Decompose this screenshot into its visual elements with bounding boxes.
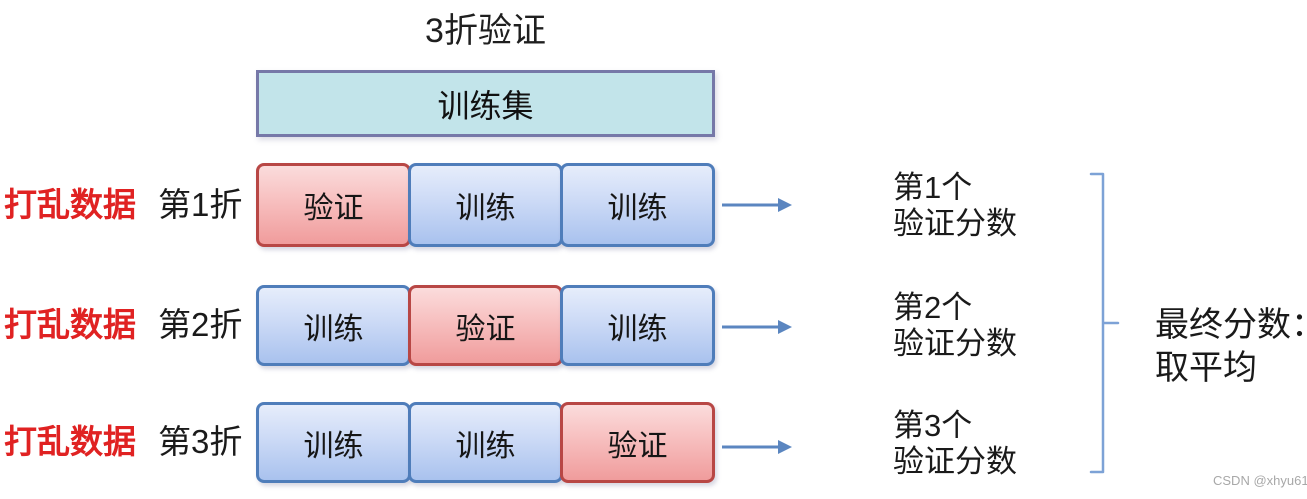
score-line-1: 第1个 <box>893 170 973 205</box>
diagram-title: 3折验证 <box>425 12 546 50</box>
fold-3-cell-validation: 验证 <box>560 402 715 483</box>
score-line-1: 第3个 <box>893 408 973 443</box>
training-set-label: 训练集 <box>437 87 534 124</box>
fold-2-label: 第2折 <box>158 306 243 343</box>
fold-1-cell-train: 训练 <box>408 163 563 247</box>
validation-score-2: 第2个 验证分数 <box>893 290 1083 362</box>
cell-label: 训练 <box>455 192 516 225</box>
watermark: CSDN @xhyu61 <box>1213 473 1307 488</box>
fold-3-strip: 训练 训练 验证 <box>256 402 715 483</box>
score-line-2: 验证分数 <box>893 326 1017 361</box>
validation-score-3: 第3个 验证分数 <box>893 408 1083 480</box>
score-line-2: 验证分数 <box>893 444 1017 479</box>
cell-label: 训练 <box>303 312 364 346</box>
validation-score-1: 第1个 验证分数 <box>893 170 1083 242</box>
score-line-2: 验证分数 <box>893 206 1017 241</box>
cell-label: 训练 <box>607 192 668 225</box>
training-set-box: 训练集 <box>256 70 715 137</box>
final-score-line-2: 取平均 <box>1155 349 1257 387</box>
cell-label: 训练 <box>455 429 516 463</box>
cell-label: 验证 <box>455 312 516 346</box>
fold-2-cell-validation: 验证 <box>408 285 563 366</box>
cell-label: 训练 <box>607 312 668 346</box>
fold-3-label: 第3折 <box>158 423 243 460</box>
score-line-1: 第2个 <box>893 290 973 325</box>
fold-2-cell-train: 训练 <box>560 285 715 366</box>
cell-label: 验证 <box>607 429 668 463</box>
fold-3-cell-train: 训练 <box>408 402 563 483</box>
shuffle-data-label: 打乱数据 <box>4 306 136 343</box>
arrow-right-icon <box>722 320 792 334</box>
fold-1-cell-validation: 验证 <box>256 163 411 247</box>
shuffle-data-label: 打乱数据 <box>4 423 136 460</box>
arrow-right-icon <box>722 198 792 212</box>
cell-label: 训练 <box>303 429 364 463</box>
arrow-right-icon <box>722 440 792 454</box>
final-score-text: 最终分数： 取平均 <box>1155 304 1307 390</box>
final-score-line-1: 最终分数： <box>1155 306 1307 344</box>
cell-label: 验证 <box>303 192 364 225</box>
shuffle-data-label: 打乱数据 <box>4 186 136 223</box>
fold-1-label: 第1折 <box>158 186 243 223</box>
fold-2-strip: 训练 验证 训练 <box>256 285 715 366</box>
fold-1-strip: 验证 训练 训练 <box>256 163 715 247</box>
fold-1-cell-train: 训练 <box>560 163 715 247</box>
brace-icon <box>1089 172 1120 474</box>
fold-2-cell-train: 训练 <box>256 285 411 366</box>
fold-3-cell-train: 训练 <box>256 402 411 483</box>
